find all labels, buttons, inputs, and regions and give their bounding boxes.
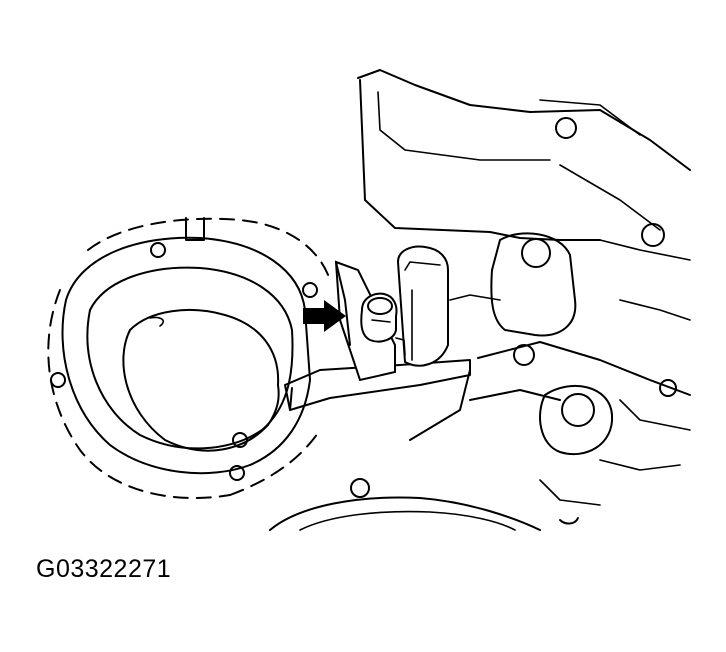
housing-ribs: [449, 232, 691, 525]
bearing-bore: [47, 217, 331, 499]
figure-id-label: G03322271: [36, 555, 172, 583]
oil-strainer-bracket: [284, 245, 471, 411]
lower-bore: [269, 369, 541, 531]
indicator-arrow: [303, 300, 346, 332]
housing-cover: [357, 69, 691, 261]
